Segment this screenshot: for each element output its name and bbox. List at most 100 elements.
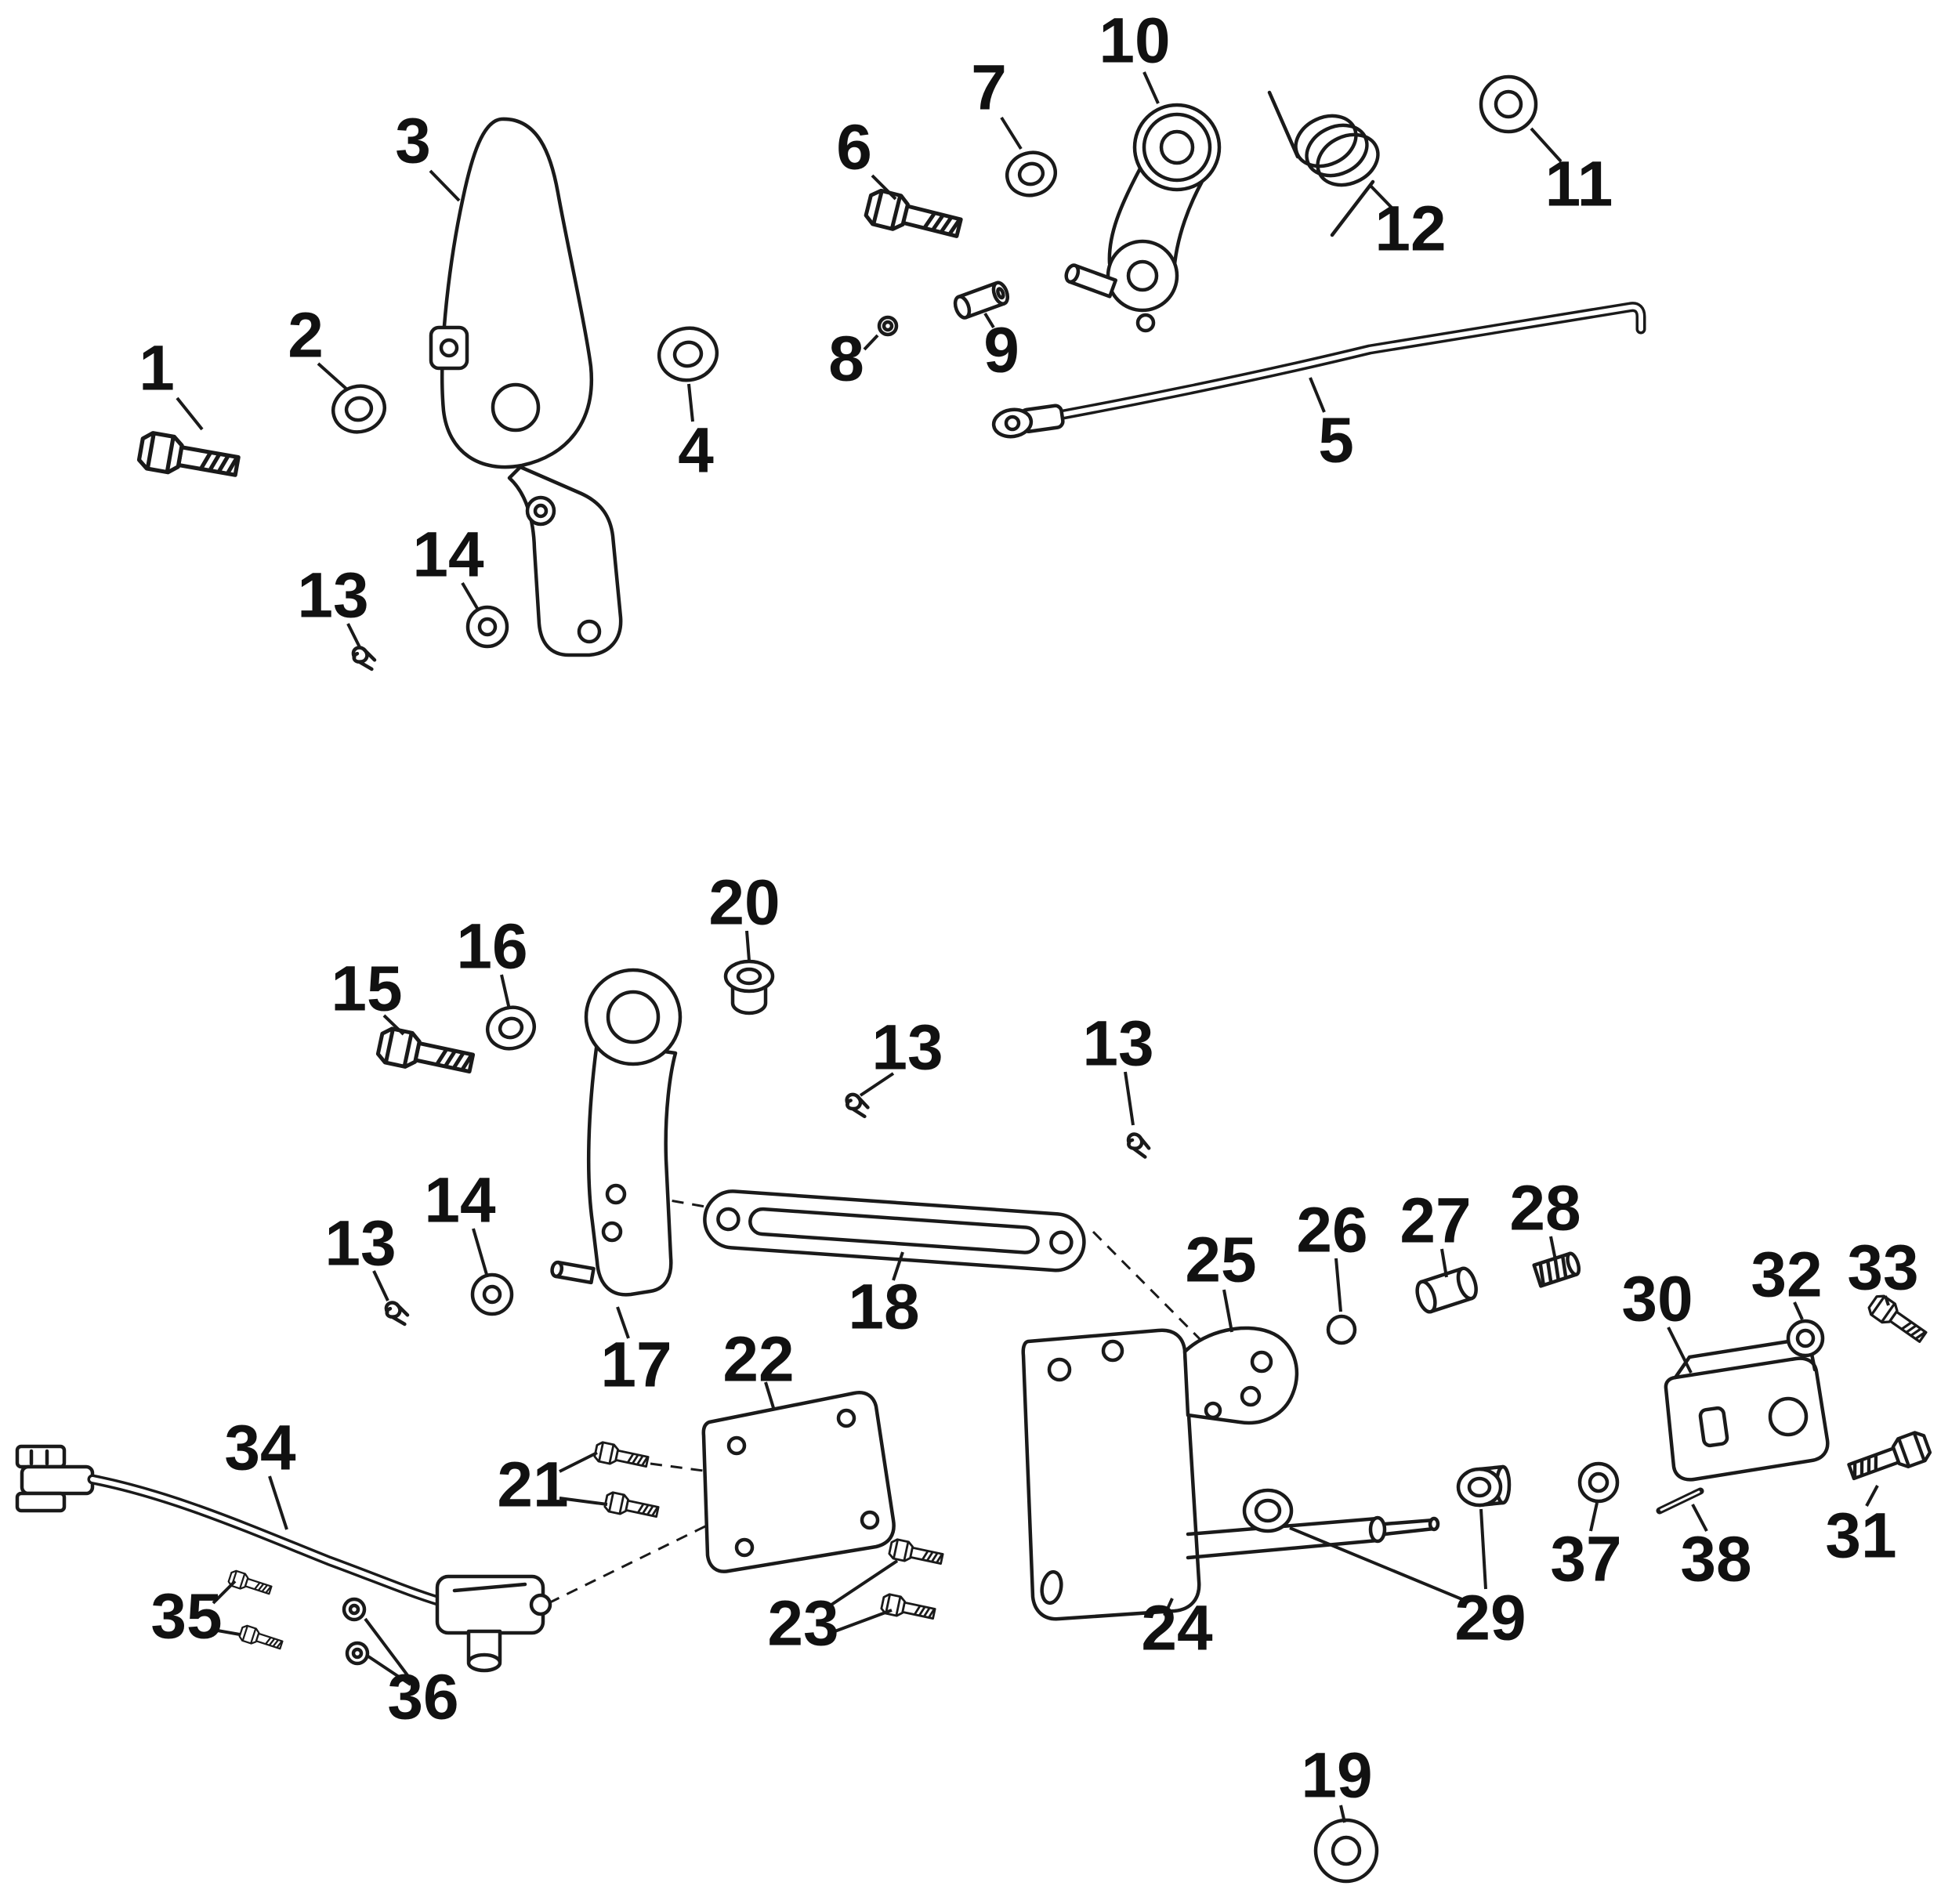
- leader-line-5: [1309, 377, 1326, 413]
- callout-22-21: 22: [722, 1324, 794, 1395]
- part-34-cable-assembly: [15, 1444, 552, 1673]
- callout-13-39: 13: [1082, 1008, 1153, 1080]
- part-18-link-bar: [703, 1189, 1086, 1272]
- callout-12-11: 12: [1374, 194, 1446, 265]
- part-10-lever-link: [1064, 103, 1222, 333]
- leader-line-1: [176, 396, 204, 431]
- part-12-spring: [1267, 90, 1380, 237]
- leader-line-35: [212, 1628, 241, 1636]
- leader-line-10: [1142, 71, 1160, 104]
- leader-line-28: [1549, 1236, 1557, 1261]
- part-9-spacer: [953, 281, 1010, 320]
- leader-line-16: [500, 974, 511, 1010]
- parts-artwork: [15, 74, 1932, 1884]
- callout-14-41: 14: [424, 1165, 496, 1236]
- part-30-bracket: [1664, 1336, 1830, 1482]
- part-29-bushing: [1456, 1464, 1512, 1508]
- callout-14-13: 14: [412, 519, 484, 591]
- leader-line-14: [472, 1228, 489, 1278]
- leader-line-30: [1667, 1327, 1693, 1374]
- leader-line-21: [559, 1451, 598, 1473]
- dashed-line-34-22: [548, 1525, 706, 1605]
- callout-8-7: 8: [828, 324, 864, 395]
- leader-line-25: [1222, 1289, 1233, 1333]
- callout-6-5: 6: [836, 112, 872, 183]
- callout-13-12: 13: [297, 560, 368, 632]
- part-29-bushing: [1242, 1488, 1294, 1533]
- part-13-clip: [845, 1094, 870, 1117]
- part-21-bolt: [603, 1490, 661, 1523]
- callout-38-37: 38: [1680, 1524, 1751, 1595]
- part-13-clip: [385, 1301, 409, 1324]
- callout-30-29: 30: [1621, 1264, 1693, 1335]
- part-14-washer: [465, 605, 509, 649]
- callout-36-35: 36: [387, 1662, 458, 1733]
- leader-line-13: [859, 1072, 895, 1097]
- callout-35-34: 35: [150, 1581, 222, 1652]
- leader-line-23: [830, 1609, 893, 1634]
- part-23-bolt: [879, 1592, 937, 1625]
- leader-line-29: [1479, 1508, 1487, 1590]
- callout-25-24: 25: [1185, 1225, 1256, 1296]
- callout-13-40: 13: [324, 1208, 396, 1280]
- callout-13-38: 13: [871, 1012, 943, 1084]
- leader-line-7: [1000, 116, 1023, 150]
- leader-line-35: [212, 1580, 237, 1605]
- callout-29-28: 29: [1454, 1583, 1526, 1654]
- part-15-bolt: [377, 1027, 475, 1081]
- part-13-clip: [352, 646, 376, 669]
- part-2-washer: [331, 384, 386, 434]
- callout-10-9: 10: [1099, 5, 1170, 77]
- part-37-washer: [1577, 1461, 1620, 1504]
- leader-line-3: [429, 169, 461, 202]
- callout-1-0: 1: [139, 333, 175, 404]
- leader-line-14: [461, 581, 480, 611]
- part-7-washer: [1005, 150, 1057, 197]
- leader-line-24: [1163, 1598, 1174, 1616]
- leader-line-11: [1530, 127, 1562, 163]
- callout-20-19: 20: [708, 867, 780, 939]
- leader-line-22: [764, 1381, 776, 1411]
- part-22-plate: [701, 1391, 896, 1573]
- part-26-ball: [1326, 1314, 1357, 1345]
- callout-15-14: 15: [331, 954, 402, 1025]
- callout-28-27: 28: [1509, 1173, 1581, 1244]
- callout-26-25: 26: [1296, 1195, 1367, 1266]
- leader-line-9: [983, 312, 995, 329]
- callout-7-6: 7: [971, 52, 1007, 124]
- part-19-washer: [1313, 1818, 1379, 1884]
- leader-line-13: [346, 623, 362, 650]
- callout-17-16: 17: [600, 1330, 672, 1401]
- leader-line-4: [687, 383, 694, 422]
- part-38-pin: [1656, 1487, 1704, 1515]
- leader-line-13: [372, 1270, 389, 1301]
- part-32-washer: [1786, 1319, 1825, 1358]
- leader-line-19: [1339, 1804, 1346, 1823]
- part-20-bushing: [723, 959, 775, 1015]
- callout-18-17: 18: [848, 1272, 919, 1343]
- part-3-bracket-lever: [429, 117, 623, 657]
- part-35-screw: [237, 1623, 285, 1654]
- part-6-bolt: [864, 189, 963, 244]
- leader-line-21: [559, 1497, 608, 1506]
- leader-line-37: [1589, 1502, 1599, 1532]
- callout-24-23: 24: [1141, 1593, 1213, 1664]
- leader-line-20: [745, 930, 751, 961]
- part-4-washer: [657, 326, 719, 382]
- callout-32-31: 32: [1751, 1240, 1822, 1311]
- leader-line-15: [382, 1014, 405, 1036]
- leader-line-36: [364, 1617, 409, 1677]
- leader-line-17: [616, 1306, 630, 1339]
- part-36-washer: [345, 1641, 370, 1666]
- callout-33-32: 33: [1847, 1233, 1918, 1304]
- part-27-bushing: [1415, 1266, 1478, 1314]
- leader-line-29: [1289, 1526, 1465, 1602]
- leader-line-34: [268, 1475, 288, 1530]
- part-21-bolt: [592, 1440, 650, 1473]
- leader-line-36: [367, 1655, 412, 1686]
- leader-line-13: [1124, 1071, 1135, 1126]
- part-17-lever: [550, 968, 683, 1297]
- leader-line-27: [1440, 1248, 1448, 1278]
- callout-37-36: 37: [1550, 1524, 1621, 1595]
